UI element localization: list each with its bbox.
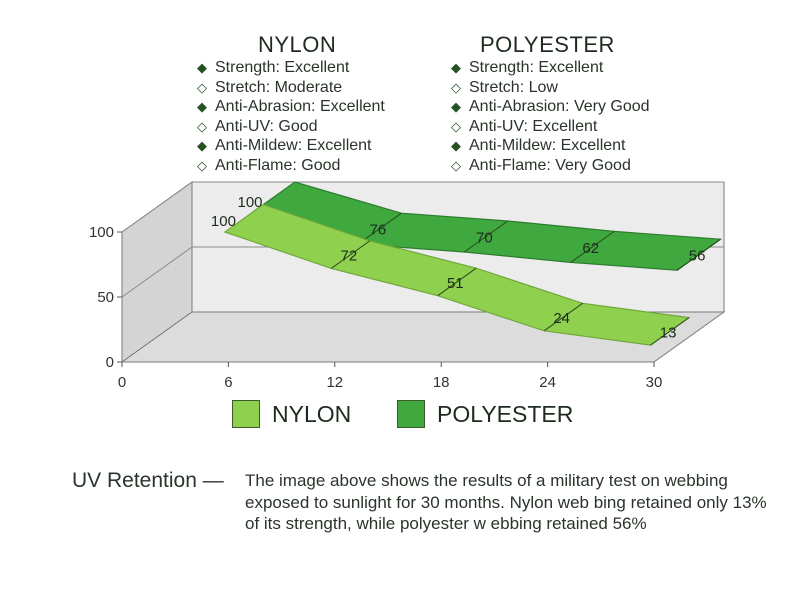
diamond-outline-icon: ◇: [451, 157, 461, 173]
ribbon-segment-line: [331, 240, 371, 269]
x-tick-label: 18: [433, 374, 450, 391]
nylon-properties: ◆Strength: Excellent ◇Stretch: Moderate …: [197, 58, 385, 176]
y-tick-label: 0: [106, 354, 114, 371]
property-item: ◇Anti-UV: Excellent: [451, 117, 598, 135]
data-label-nylon: 51: [447, 275, 464, 292]
x-tick-label: 6: [224, 374, 232, 391]
ribbon-segment-line: [464, 220, 508, 253]
diamond-icon: ◆: [451, 99, 461, 115]
property-item: ◆Anti-Abrasion: Excellent: [197, 98, 385, 116]
data-label-polyester: 76: [370, 222, 387, 239]
caption-title: UV Retention: [72, 469, 197, 492]
diamond-outline-icon: ◇: [197, 118, 207, 134]
property-item: ◇Anti-UV: Good: [197, 117, 318, 135]
property-item: ◆Strength: Excellent: [197, 59, 350, 76]
ribbon-segment-line: [570, 230, 615, 263]
data-label-polyester: 56: [689, 248, 706, 265]
property-item: ◆Anti-Abrasion: Very Good: [451, 98, 650, 116]
data-label-nylon: 100: [211, 213, 236, 230]
diamond-outline-icon: ◇: [451, 118, 461, 134]
diamond-icon: ◆: [451, 138, 461, 154]
polyester-title: POLYESTER: [480, 32, 615, 57]
ribbon-segment-line: [543, 302, 583, 332]
diamond-icon: ◆: [451, 60, 461, 75]
legend-item-nylon: NYLON: [232, 400, 351, 428]
data-label-polyester: 100: [238, 194, 263, 211]
gridline: [121, 181, 724, 233]
caption-heading: UV Retention —: [72, 469, 224, 493]
diamond-icon: ◆: [197, 99, 207, 115]
legend-swatch-nylon: [232, 400, 260, 428]
diamond-outline-icon: ◇: [197, 157, 207, 173]
y-tick-label: 100: [89, 224, 114, 241]
nylon-title: NYLON: [258, 32, 337, 57]
y-tick-label: 50: [97, 289, 114, 306]
property-item: ◇Stretch: Moderate: [197, 78, 343, 96]
ribbon-segment-line: [650, 317, 690, 346]
chart-axes: 0 50 100 0 6 12 18 24 30: [89, 224, 662, 391]
diamond-icon: ◆: [197, 138, 207, 154]
x-tick-label: 12: [326, 374, 343, 391]
legend-swatch-polyester: [397, 400, 425, 428]
x-tick-label: 30: [646, 374, 663, 391]
data-label-nylon: 24: [553, 310, 570, 327]
caption-dash: —: [202, 469, 224, 492]
diamond-outline-icon: ◇: [197, 79, 207, 95]
ribbon-segment-line: [676, 238, 721, 271]
polyester-properties: ◆Strength: Excellent ◇Stretch: Low ◆Anti…: [451, 58, 650, 176]
property-item: ◇Stretch: Low: [451, 78, 558, 96]
diamond-outline-icon: ◇: [451, 79, 461, 95]
x-tick-label: 0: [118, 374, 126, 391]
data-label-polyester: 62: [582, 240, 599, 257]
chart-ribbons: 100 76 70 62 56 100 72 51 24 13: [211, 181, 723, 346]
property-item: ◆Strength: Excellent: [451, 59, 604, 76]
property-item: ◇Anti-Flame: Good: [197, 156, 341, 174]
x-tick-label: 24: [539, 374, 556, 391]
property-item: ◆Anti-Mildew: Excellent: [197, 137, 372, 155]
data-label-nylon: 13: [660, 324, 677, 341]
diamond-icon: ◆: [197, 60, 207, 75]
legend-label-nylon: NYLON: [272, 400, 352, 427]
legend-label-polyester: POLYESTER: [437, 400, 574, 427]
data-label-polyester: 70: [476, 230, 493, 247]
ribbon-segment-line: [437, 267, 477, 297]
property-item: ◆Anti-Mildew: Excellent: [451, 137, 626, 155]
legend-item-polyester: POLYESTER: [397, 400, 573, 428]
property-item: ◇Anti-Flame: Very Good: [451, 156, 631, 174]
caption-text: The image above shows the results of a m…: [245, 471, 767, 533]
data-label-nylon: 72: [341, 248, 358, 265]
